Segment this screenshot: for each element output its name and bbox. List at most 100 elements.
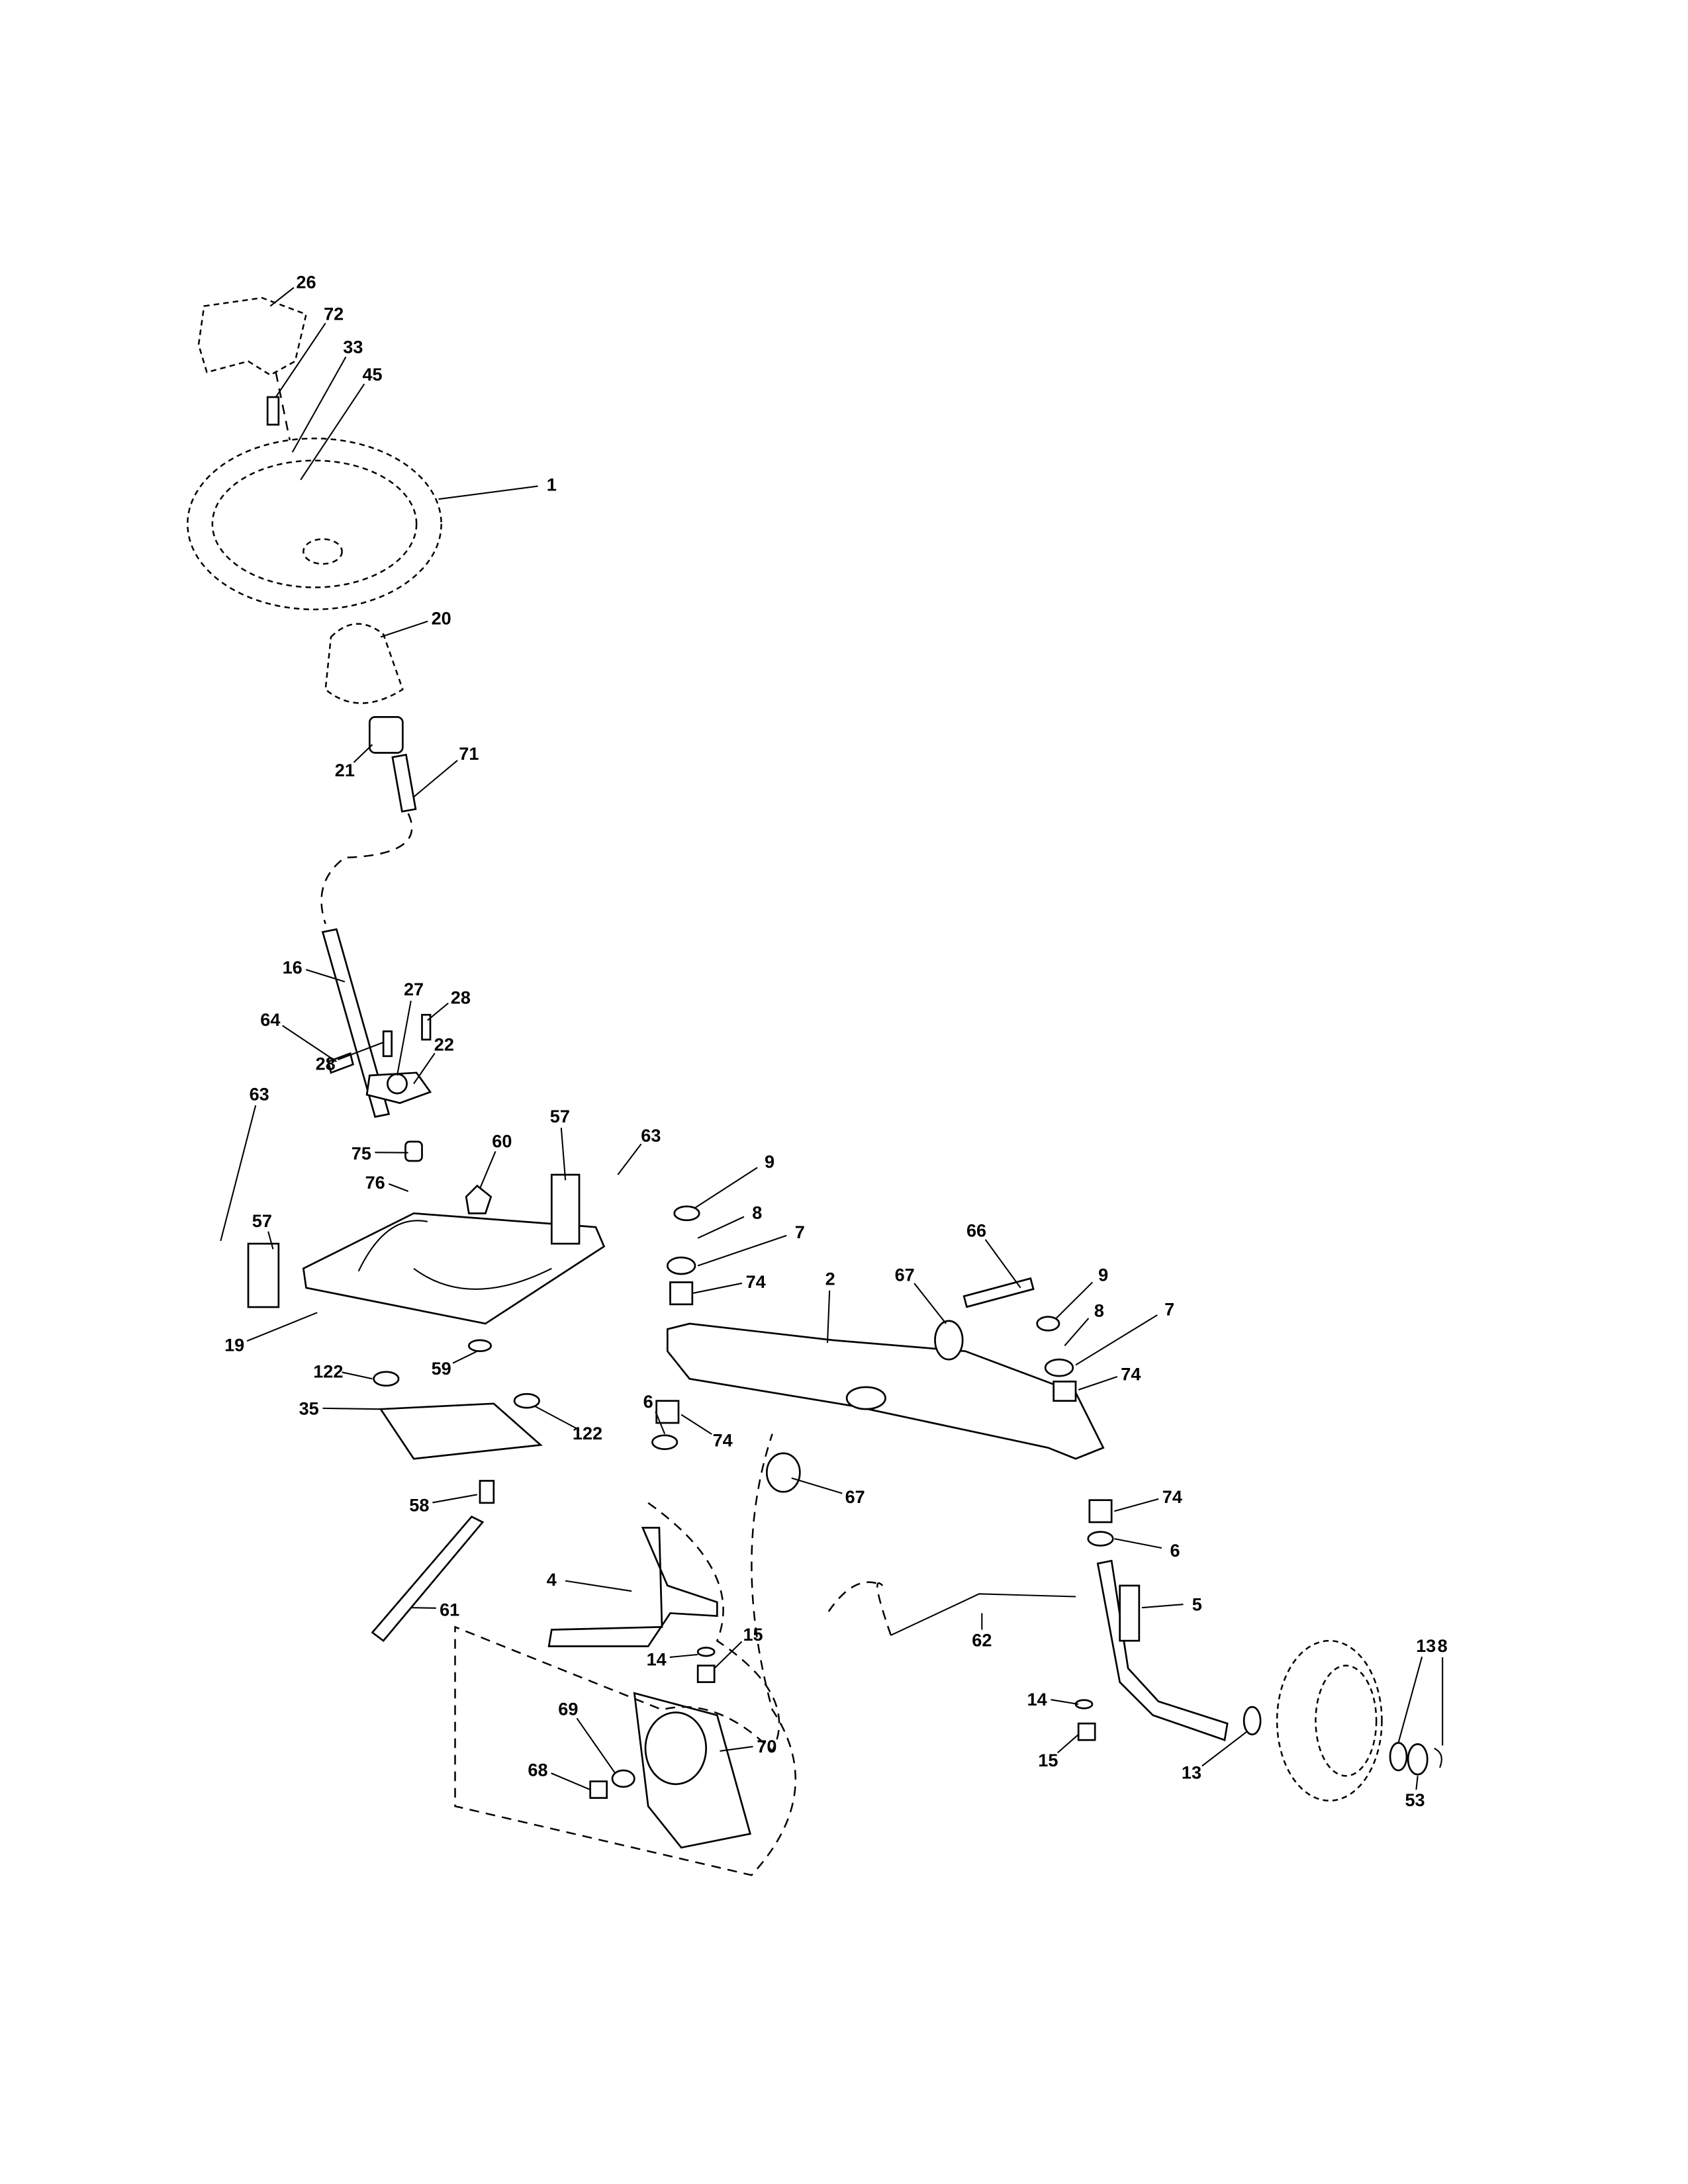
callout-label: 28 xyxy=(316,1054,336,1074)
callout-label: 6 xyxy=(643,1391,653,1412)
leader-line xyxy=(353,744,373,763)
steering-shaft-part xyxy=(321,928,391,1118)
sector-gear-part xyxy=(379,1402,543,1460)
callout-label: 13 xyxy=(1182,1762,1201,1783)
leader-line xyxy=(914,1283,947,1324)
leader-line xyxy=(269,287,295,307)
leader-line xyxy=(1201,1731,1247,1767)
plate-part xyxy=(550,1173,581,1245)
callout-label: 63 xyxy=(641,1125,661,1146)
nut-part xyxy=(589,1780,608,1799)
bushing-part xyxy=(1053,1381,1077,1402)
callout-label: 72 xyxy=(324,303,344,324)
leader-line xyxy=(322,1407,381,1410)
leader-line xyxy=(380,620,428,638)
leader-line xyxy=(432,1494,478,1504)
leader-line xyxy=(669,1653,698,1659)
leader-line xyxy=(282,1024,337,1063)
shoulder-bolt-part xyxy=(479,1480,495,1504)
callout-label: 74 xyxy=(1162,1486,1182,1507)
washer-part xyxy=(666,1256,696,1275)
callout-label: 7 xyxy=(795,1222,805,1242)
leader-line xyxy=(697,1216,745,1239)
callout-label: 19 xyxy=(224,1335,244,1355)
plate-hub xyxy=(644,1711,708,1786)
wheel-hub xyxy=(1315,1664,1378,1777)
leader-line xyxy=(1397,1657,1423,1743)
callout-label: 60 xyxy=(492,1130,512,1151)
front-axle-part xyxy=(666,1322,1105,1460)
callout-label: 58 xyxy=(409,1494,429,1515)
leader-line xyxy=(984,1239,1021,1289)
callout-label: 26 xyxy=(296,271,316,292)
screw-part xyxy=(421,1013,432,1041)
leader-line xyxy=(697,1234,787,1267)
callout-label: 69 xyxy=(558,1699,578,1719)
callout-label: 75 xyxy=(352,1143,371,1163)
leader-line xyxy=(342,1371,373,1380)
leader-line xyxy=(1078,1376,1118,1390)
leader-line xyxy=(438,485,538,500)
leader-line xyxy=(1114,1537,1162,1549)
callout-label: 14 xyxy=(647,1649,667,1670)
pinion-gear-part xyxy=(404,1140,423,1162)
retaining-ring-part xyxy=(1434,1747,1442,1768)
leader-line xyxy=(479,1151,496,1189)
callout-label: 5 xyxy=(1192,1594,1202,1614)
leader-line xyxy=(1415,1776,1419,1790)
shaft-pin-part xyxy=(391,753,417,813)
callout-label: 35 xyxy=(299,1398,319,1419)
leader-line xyxy=(826,1290,831,1343)
callout-label: 22 xyxy=(434,1034,454,1055)
washer-part xyxy=(1389,1741,1408,1772)
callout-label: 20 xyxy=(432,608,451,629)
callout-label: 61 xyxy=(440,1600,459,1620)
callout-label: 67 xyxy=(845,1486,865,1507)
callout-label: 13 xyxy=(1416,1635,1436,1656)
leader-line xyxy=(338,1042,384,1061)
callout-label: 70 xyxy=(757,1736,776,1756)
bushing-part xyxy=(513,1392,540,1409)
leader-line xyxy=(714,1641,743,1669)
spacer-part xyxy=(765,1452,801,1493)
callout-label: 63 xyxy=(250,1084,269,1105)
leader-line xyxy=(692,1282,743,1295)
bushing-part xyxy=(373,1371,400,1387)
callout-label: 1 xyxy=(547,475,557,495)
washer-part xyxy=(1407,1743,1429,1776)
callout-label: 16 xyxy=(283,957,303,978)
parts-drawing xyxy=(187,296,1442,1876)
callout-label: 62 xyxy=(972,1630,992,1651)
leader-line xyxy=(1064,1318,1090,1347)
washer-part xyxy=(651,1434,679,1450)
leader-line xyxy=(694,1167,758,1208)
callout-label: 7 xyxy=(1164,1299,1174,1320)
leader-line xyxy=(291,356,347,453)
axle-pivot-part xyxy=(845,1386,886,1410)
steering-boot-part xyxy=(324,623,404,704)
leader-line xyxy=(560,1128,567,1181)
callout-label: 122 xyxy=(573,1423,602,1443)
leader-line xyxy=(1075,1314,1158,1366)
bushing-part xyxy=(669,1281,694,1306)
leader-line xyxy=(305,969,346,983)
callout-label: 21 xyxy=(335,760,355,780)
cap-part xyxy=(1036,1316,1060,1332)
leader-line xyxy=(427,1002,449,1021)
callout-label: 28 xyxy=(451,987,471,1008)
callout-label: 15 xyxy=(743,1624,763,1645)
leader-line xyxy=(1141,1604,1184,1609)
callout-label: 64 xyxy=(260,1009,280,1030)
callout-label: 27 xyxy=(404,979,424,999)
assembly-path xyxy=(454,1433,796,1876)
washer-part xyxy=(1044,1358,1074,1377)
leader-line xyxy=(452,1350,478,1364)
callout-label: 9 xyxy=(1098,1264,1108,1285)
callout-label: 67 xyxy=(895,1264,915,1285)
adapter-gear-part xyxy=(368,715,404,754)
callout-label: 6 xyxy=(1170,1540,1180,1561)
callout-label: 45 xyxy=(362,364,382,385)
callout-label: 8 xyxy=(1438,1635,1448,1656)
